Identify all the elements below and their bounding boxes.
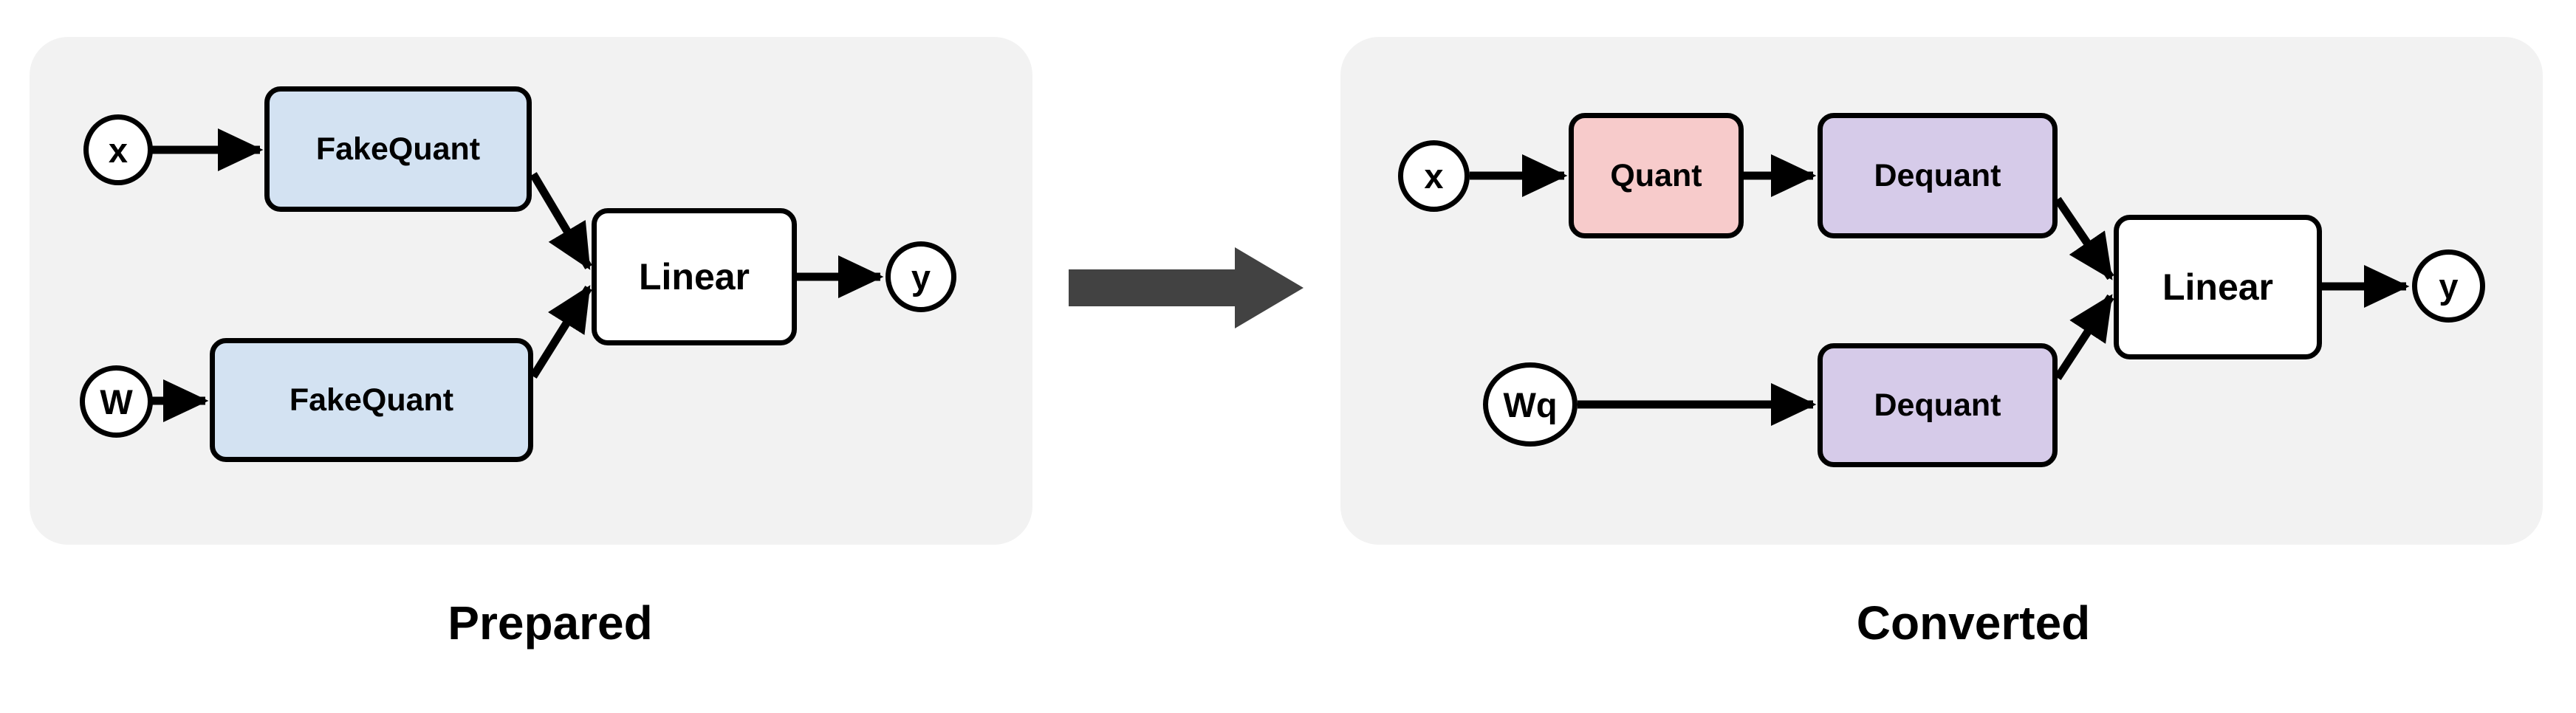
node-y-converted[interactable]: y [2412,249,2485,323]
node-label: Wq [1503,385,1558,424]
node-label: Dequant [1874,387,2001,423]
caption-prepared: Prepared [448,596,653,650]
node-w-prepared[interactable]: W [80,365,153,438]
node-label: FakeQuant [289,382,454,418]
node-y-prepared[interactable]: y [886,241,956,312]
node-label: x [1424,156,1444,196]
node-label: FakeQuant [315,131,481,167]
node-label: Linear [638,256,750,297]
node-wq[interactable]: Wq [1483,362,1578,447]
node-dequant-activation[interactable]: Dequant [1818,113,2058,238]
node-label: y [2439,266,2459,306]
node-quant[interactable]: Quant [1569,113,1744,238]
node-label: Dequant [1874,157,2001,193]
node-label: x [108,130,129,170]
node-fakequant-activation[interactable]: FakeQuant [264,86,532,212]
node-fakequant-weight[interactable]: FakeQuant [210,338,533,462]
transition-arrow-shape [1069,247,1304,328]
node-linear-converted[interactable]: Linear [2114,215,2322,359]
node-linear-prepared[interactable]: Linear [592,208,797,345]
node-label: Quant [1610,157,1702,193]
node-dequant-weight[interactable]: Dequant [1818,343,2058,467]
node-label: Linear [2162,266,2274,308]
node-x-converted[interactable]: x [1398,140,1470,212]
caption-converted: Converted [1856,596,2091,650]
node-x-prepared[interactable]: x [83,114,153,185]
node-label: y [911,257,931,297]
node-label: W [100,382,133,421]
transition-arrow [1069,247,1304,328]
